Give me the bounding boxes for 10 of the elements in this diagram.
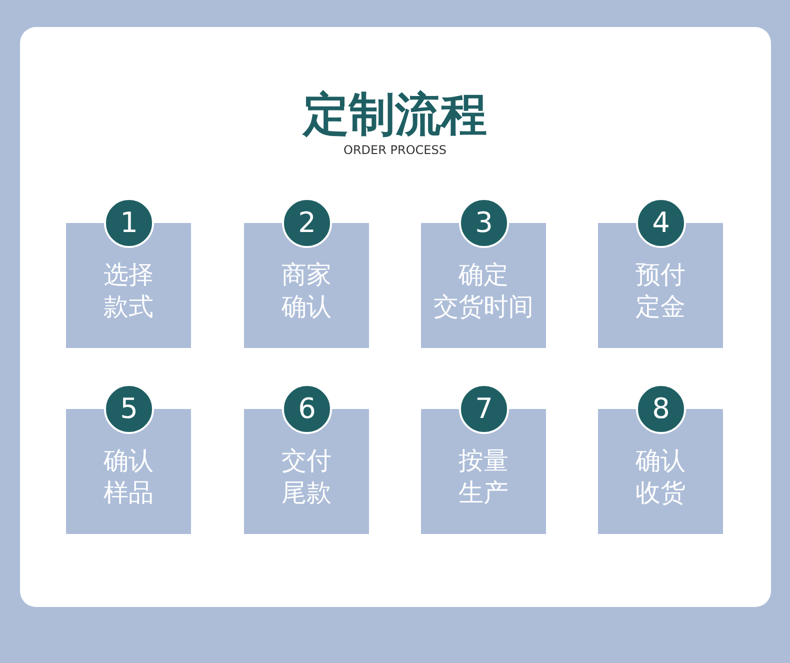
step-label: 交付尾款	[280, 445, 332, 509]
step-label: 选择款式	[102, 259, 154, 323]
step-label: 确定交货时间	[432, 259, 534, 323]
step-label: 商家确认	[280, 259, 332, 323]
step-label: 确认样品	[102, 445, 154, 509]
step-label: 确认收货	[634, 445, 686, 509]
subtitle: ORDER PROCESS	[342, 142, 448, 158]
step-label: 按量生产	[458, 445, 510, 509]
step-label: 预付定金	[634, 259, 686, 323]
title: 定制流程	[301, 86, 488, 142]
